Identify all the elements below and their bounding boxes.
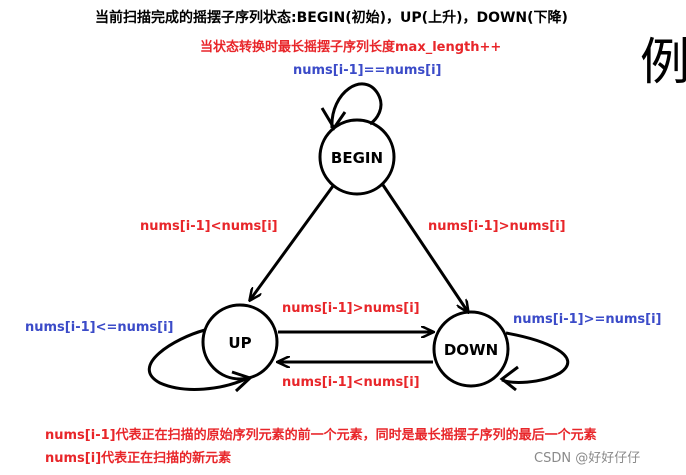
down-self-label: nums[i-1]>=nums[i]: [513, 312, 662, 327]
begin-to-up-edge: [250, 185, 335, 300]
watermark: CSDN @好好仔仔: [534, 451, 641, 466]
down-self-loop-head: [499, 365, 519, 392]
begin-to-up-label: nums[i-1]<nums[i]: [140, 219, 278, 234]
note-line-2: nums[i]代表正在扫描的新元素: [45, 451, 232, 466]
diagram-title: 当前扫描完成的摇摆子序列状态:BEGIN(初始)，UP(上升)，DOWN(下降): [95, 10, 568, 26]
up-self-label: nums[i-1]<=nums[i]: [25, 320, 174, 335]
down-to-up-label: nums[i-1]<nums[i]: [282, 375, 420, 390]
up-to-down-label: nums[i-1]>nums[i]: [282, 301, 420, 316]
note-line-1: nums[i-1]代表正在扫描的原始序列元素的前一个元素，同时是最长摇摆子序列的…: [45, 428, 597, 443]
down-label: DOWN: [444, 341, 498, 359]
begin-to-down-label: nums[i-1]>nums[i]: [428, 219, 566, 234]
begin-state-node: [318, 118, 396, 196]
down-state-node: [432, 310, 510, 388]
begin-self-label: nums[i-1]==nums[i]: [293, 63, 442, 78]
up-self-loop: [147, 328, 249, 391]
up-state-node: [201, 303, 279, 381]
begin-self-loop: [330, 82, 383, 129]
down-self-loop: [501, 331, 570, 384]
begin-self-loop-head: [320, 107, 347, 131]
up-self-loop-head: [231, 370, 253, 393]
begin-to-down-edge: [381, 184, 468, 312]
corner-char: 例: [640, 33, 686, 91]
up-label: UP: [228, 334, 251, 352]
diagram-subtitle: 当状态转换时最长摇摆子序列长度max_length++: [200, 40, 502, 55]
begin-label: BEGIN: [331, 149, 383, 167]
